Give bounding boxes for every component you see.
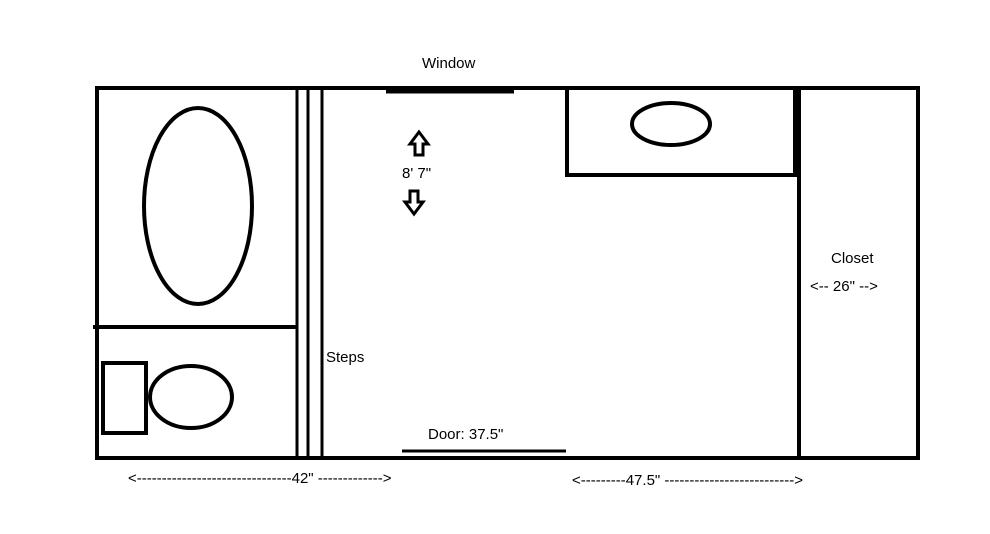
arrow-down-icon [402,189,426,217]
left-width-label: <-------------------------------42" ----… [128,470,392,487]
closet-width-label: <-- 26" --> [810,278,878,295]
toilet-tank-icon [101,361,148,435]
right-width-label: <---------47.5" ------------------------… [572,472,803,489]
sink-icon [630,101,712,147]
window-label: Window [422,55,476,72]
door-label: Door: 37.5" [428,426,503,443]
arrow-up-icon [407,129,431,157]
toilet-bowl-icon [148,364,234,430]
height-label: 8' 7" [402,165,431,182]
bathtub-icon [142,106,254,306]
sink-counter [565,88,798,177]
steps-label: Steps [326,349,364,366]
closet-label: Closet [831,250,874,267]
outer-wall [95,86,920,460]
